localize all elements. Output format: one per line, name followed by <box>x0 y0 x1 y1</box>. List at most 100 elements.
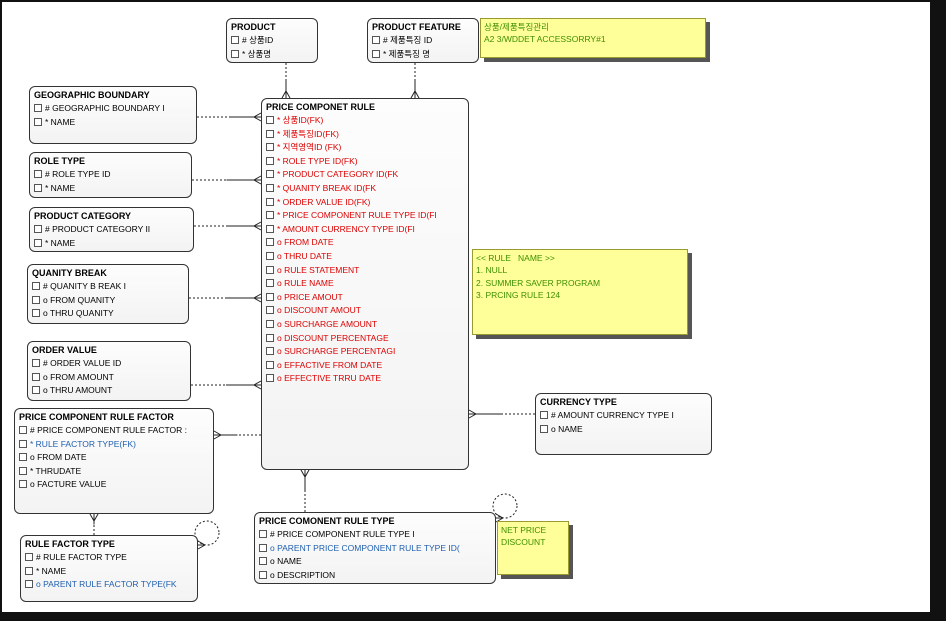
attribute-checkbox-icon <box>266 319 274 328</box>
attribute-checkbox-icon <box>25 553 33 561</box>
attribute-row[interactable]: # GEOGRAPHIC BOUNDARY I <box>34 102 196 116</box>
attribute-text: * 상품명 <box>242 48 272 59</box>
attribute-row[interactable]: * NAME <box>34 237 193 251</box>
attribute-row[interactable]: o SURCHARGE PERCENTAGI <box>266 345 468 359</box>
attribute-row[interactable]: o NAME <box>540 423 711 437</box>
attribute-row[interactable]: * QUANITY BREAK ID(FK <box>266 182 468 196</box>
attribute-row[interactable]: # PRODUCT CATEGORY II <box>34 223 193 237</box>
attribute-row[interactable]: * 제품특징ID(FK) <box>266 128 468 142</box>
attribute-row[interactable]: * AMOUNT CURRENCY TYPE ID(FI <box>266 223 468 237</box>
attribute-text: * PRODUCT CATEGORY ID(FK <box>277 169 399 180</box>
note-line: 3. PRCING RULE 124 <box>476 290 561 301</box>
attribute-row[interactable]: o THRU AMOUNT <box>32 384 190 398</box>
attribute-row[interactable]: o FROM DATE <box>266 236 468 250</box>
attribute-row[interactable]: o NAME <box>259 555 495 569</box>
attribute-row[interactable]: o EFFECTIVE TRRU DATE <box>266 372 468 386</box>
attribute-row[interactable]: # PRICE COMPONENT RULE FACTOR : <box>19 424 213 438</box>
attribute-text: o FROM DATE <box>30 452 87 463</box>
attribute-row[interactable]: # QUANITY B REAK I <box>32 280 188 294</box>
crows-foot-toe <box>213 430 222 436</box>
attribute-text: o PRICE AMOUT <box>277 291 343 302</box>
entity-product[interactable]: PRODUCT # 상품ID* 상품명 <box>226 18 318 63</box>
attribute-row[interactable]: o THRU DATE <box>266 250 468 264</box>
attribute-row[interactable]: o DISCOUNT PERCENTAGE <box>266 332 468 346</box>
attribute-row[interactable]: * 제품특징 명 <box>372 48 478 62</box>
attribute-row[interactable]: o EFFACTIVE FROM DATE <box>266 359 468 373</box>
attribute-row[interactable]: * 지역영역ID (FK) <box>266 141 468 155</box>
attribute-row[interactable]: o FACTURE VALUE <box>19 478 213 492</box>
attribute-row[interactable]: o THRU QUANITY <box>32 307 188 321</box>
attribute-row[interactable]: * THRUDATE <box>19 465 213 479</box>
entity-title: PRICE COMPONENT RULE FACTOR <box>19 412 174 422</box>
entity-title: ROLE TYPE <box>34 156 86 166</box>
attribute-row[interactable]: o DESCRIPTION <box>259 569 495 583</box>
attribute-row[interactable]: * 상품명 <box>231 48 317 62</box>
entity-price-componet-rule[interactable]: PRICE COMPONET RULE * 상품ID(FK)* 제품특징ID(F… <box>261 98 469 470</box>
attribute-text: # 상품ID <box>242 35 274 45</box>
attribute-row[interactable]: o SURCHARGE AMOUNT <box>266 318 468 332</box>
entity-product-feature[interactable]: PRODUCT FEATURE # 제품특징 ID* 제품특징 명 <box>367 18 479 63</box>
attribute-row[interactable]: o PARENT RULE FACTOR TYPE(FK <box>25 578 197 592</box>
crows-foot-icon <box>410 90 420 99</box>
entity-product-category[interactable]: PRODUCT CATEGORY # PRODUCT CATEGORY II* … <box>29 207 194 252</box>
attribute-checkbox-icon <box>259 530 267 538</box>
attribute-text: # PRICE COMPONENT RULE FACTOR : <box>30 425 187 435</box>
attribute-checkbox-icon <box>266 197 274 206</box>
entity-geographic-boundary[interactable]: GEOGRAPHIC BOUNDARY # GEOGRAPHIC BOUNDAR… <box>29 86 197 144</box>
attribute-row[interactable]: # ROLE TYPE ID <box>34 168 191 182</box>
attribute-row[interactable]: o FROM AMOUNT <box>32 371 190 385</box>
note-line: DISCOUNT <box>501 537 546 548</box>
attribute-row[interactable]: o PRICE AMOUT <box>266 291 468 305</box>
attribute-text: * QUANITY BREAK ID(FK <box>277 182 377 193</box>
entity-rule-factor-type[interactable]: RULE FACTOR TYPE # RULE FACTOR TYPE* NAM… <box>20 535 198 602</box>
attribute-row[interactable]: o FROM QUANITY <box>32 294 188 308</box>
attribute-checkbox-icon <box>34 170 42 178</box>
attribute-checkbox-icon <box>34 183 42 192</box>
attribute-row[interactable]: * NAME <box>34 182 191 196</box>
attribute-checkbox-icon <box>19 480 27 489</box>
attribute-row[interactable]: * 상품ID(FK) <box>266 114 468 128</box>
attribute-row[interactable]: o DISCOUNT AMOUT <box>266 304 468 318</box>
entity-price-component-rule-factor[interactable]: PRICE COMPONENT RULE FACTOR # PRICE COMP… <box>14 408 214 514</box>
attribute-row[interactable]: o FROM DATE <box>19 451 213 465</box>
crows-foot-toe <box>197 540 206 546</box>
attribute-text: o FROM DATE <box>277 237 334 248</box>
attribute-row[interactable]: o RULE NAME <box>266 277 468 291</box>
entity-role-type[interactable]: ROLE TYPE # ROLE TYPE ID* NAME <box>29 152 192 198</box>
attribute-checkbox-icon <box>34 104 42 112</box>
attribute-text: o THRU DATE <box>277 250 332 261</box>
attribute-row[interactable]: # 제품특징 ID <box>372 34 478 48</box>
attribute-text: o SURCHARGE PERCENTAGI <box>277 346 396 357</box>
attribute-row[interactable]: o RULE STATEMENT <box>266 264 468 278</box>
attribute-row[interactable]: * ROLE TYPE ID(FK) <box>266 155 468 169</box>
attribute-row[interactable]: * NAME <box>34 116 196 130</box>
attribute-text: # PRODUCT CATEGORY II <box>45 224 151 234</box>
attribute-row[interactable]: * NAME <box>25 565 197 579</box>
attribute-row[interactable]: # PRICE COMPONENT RULE TYPE I <box>259 528 495 542</box>
entity-title: PRICE COMONENT RULE TYPE <box>259 516 395 526</box>
crows-foot-icon <box>197 540 206 550</box>
attribute-row[interactable]: * ORDER VALUE ID(FK) <box>266 196 468 210</box>
crows-foot-icon <box>89 513 99 522</box>
attribute-row[interactable]: # 상품ID <box>231 34 317 48</box>
attribute-row[interactable]: * PRICE COMPONENT RULE TYPE ID(FI <box>266 209 468 223</box>
attribute-checkbox-icon <box>19 439 27 448</box>
attribute-checkbox-icon <box>266 183 274 192</box>
attribute-row[interactable]: * RULE FACTOR TYPE(FK) <box>19 438 213 452</box>
attribute-row[interactable]: # AMOUNT CURRENCY TYPE I <box>540 409 711 423</box>
attribute-text: o RULE STATEMENT <box>277 264 360 275</box>
attribute-row[interactable]: o PARENT PRICE COMPONENT RULE TYPE ID( <box>259 542 495 556</box>
attribute-row[interactable]: * PRODUCT CATEGORY ID(FK <box>266 168 468 182</box>
attribute-checkbox-icon <box>34 238 42 247</box>
attribute-text: * RULE FACTOR TYPE(FK) <box>30 438 136 449</box>
attribute-row[interactable]: # ORDER VALUE ID <box>32 357 190 371</box>
entity-price-comonent-rule-type[interactable]: PRICE COMONENT RULE TYPE # PRICE COMPONE… <box>254 512 496 584</box>
attribute-row[interactable]: # RULE FACTOR TYPE <box>25 551 197 565</box>
